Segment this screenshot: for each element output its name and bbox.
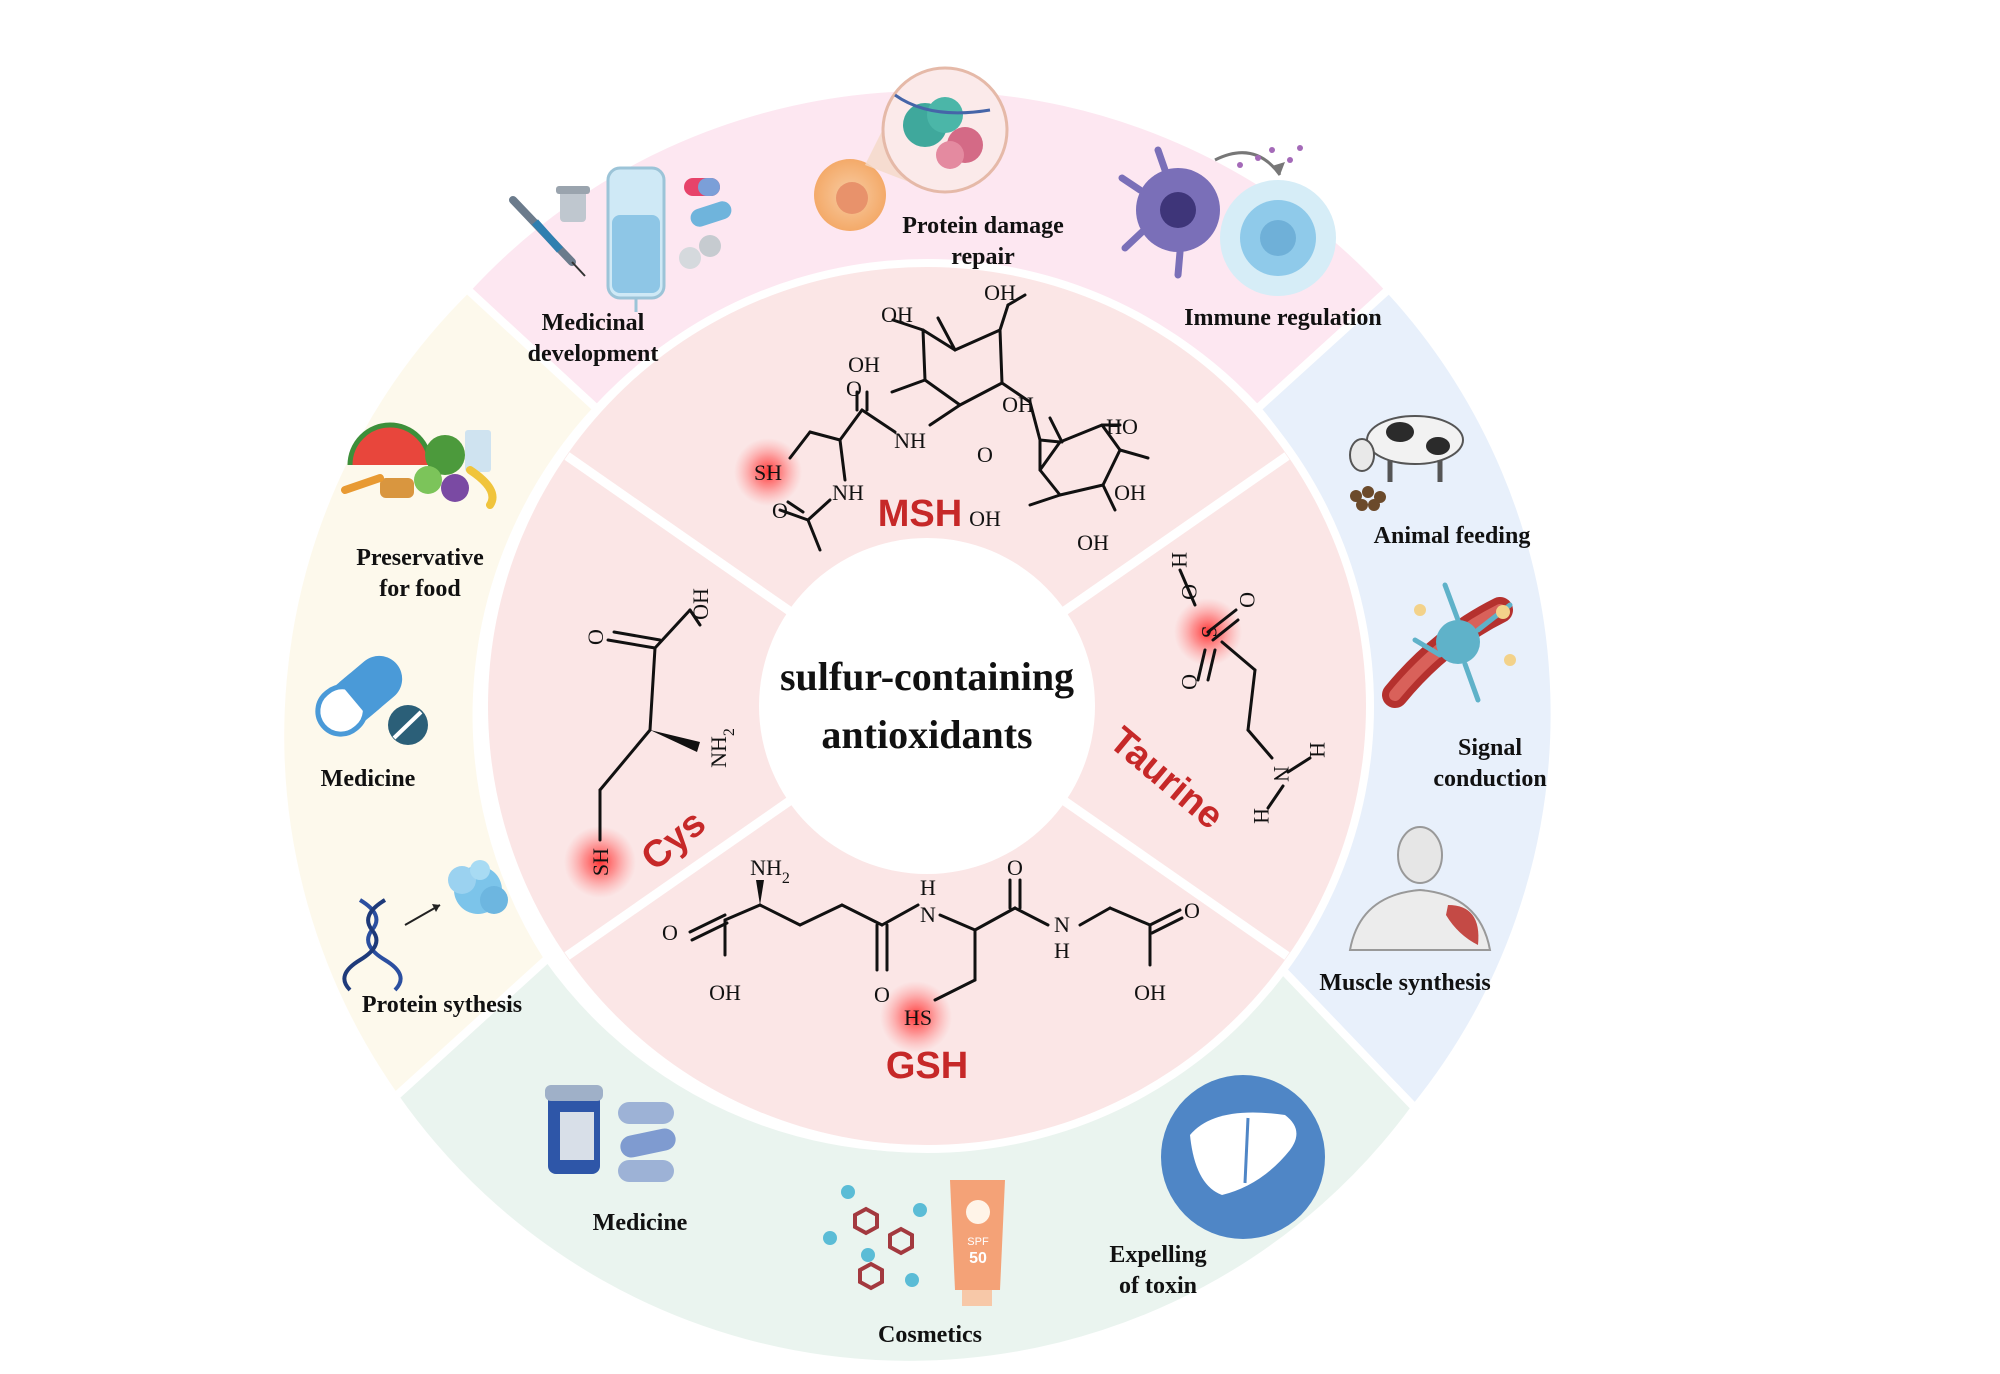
gsh-oh-2: OH — [1134, 980, 1166, 1005]
label-preservative-1: Preservative — [356, 545, 484, 571]
msh-oh-1: OH — [881, 302, 913, 327]
label-immune-regulation: Immune regulation — [1184, 305, 1382, 331]
gsh-oh-1: OH — [709, 980, 741, 1005]
gsh-o-2: O — [874, 982, 890, 1007]
label-protein-damage-repair-2: repair — [951, 244, 1015, 270]
gsh-n-1: N — [920, 902, 936, 927]
msh-sh: SH — [754, 460, 782, 485]
cys-oh: OH — [688, 588, 713, 620]
spf-label: SPF — [967, 1236, 989, 1248]
msh-oh-4: OH — [1002, 392, 1034, 417]
spf-value: 50 — [969, 1250, 987, 1267]
label-cosmetics: Cosmetics — [878, 1322, 982, 1348]
label-expelling-toxin-2: of toxin — [1119, 1273, 1197, 1299]
cys-o: O — [583, 629, 608, 645]
label-expelling-toxin-1: Expelling — [1109, 1242, 1206, 1268]
msh-ho-1: HO — [1106, 414, 1138, 439]
label-preservative-2: for food — [379, 576, 461, 602]
taurine-o-3: O — [1177, 674, 1202, 690]
dna-protein-icon — [342, 860, 508, 992]
cosmetics-icon: SPF 50 — [823, 1180, 1005, 1306]
label-medicine-left: Medicine — [321, 766, 416, 792]
neuron-icon — [1382, 582, 1516, 708]
label-muscle-synthesis: Muscle synthesis — [1319, 970, 1490, 996]
cys-sh: SH — [588, 848, 613, 876]
taurine-h-1: H — [1167, 552, 1192, 568]
immune-regulation-icon — [1118, 145, 1336, 296]
gsh-o-1: O — [662, 920, 678, 945]
gsh-name: GSH — [886, 1045, 968, 1087]
cys-nh2: NH2 — [706, 728, 738, 768]
muscle-body-icon — [1348, 826, 1492, 951]
msh-structure: OH OH OH O NH O OH HO OH OH OH SH NH O M… — [754, 280, 1150, 555]
taurine-n: N — [1269, 766, 1294, 782]
msh-oh-7: OH — [969, 506, 1001, 531]
label-protein-synthesis: Protein sythesis — [362, 992, 522, 1018]
label-medicinal-development-1: Medicinal — [542, 310, 645, 336]
msh-nh-1: NH — [894, 428, 926, 453]
taurine-h-3: H — [1249, 808, 1274, 824]
msh-o-2: O — [977, 442, 993, 467]
center-title-line-2: antioxidants — [821, 712, 1032, 757]
gsh-hs: HS — [904, 1005, 932, 1030]
gsh-structure: O OH NH2 O H N HS O N H O OH GSH — [662, 855, 1200, 1087]
msh-oh-2: OH — [984, 280, 1016, 305]
msh-nh-2: NH — [832, 480, 864, 505]
center-title-line-1: sulfur-containing — [780, 654, 1074, 699]
food-icon — [341, 422, 497, 509]
gsh-h-1: H — [920, 875, 936, 900]
msh-o-1: O — [846, 376, 862, 401]
gsh-nh2: NH2 — [750, 855, 790, 887]
msh-oh-3: OH — [848, 352, 880, 377]
segments — [276, 82, 1559, 1369]
taurine-o-1: O — [1177, 584, 1202, 600]
center-circle — [759, 538, 1095, 874]
label-medicine-bottom: Medicine — [593, 1210, 688, 1236]
label-protein-damage-repair-1: Protein damage — [902, 213, 1064, 239]
label-signal-conduction-2: conduction — [1433, 766, 1546, 792]
msh-o-3: O — [772, 498, 788, 523]
pill-icon — [315, 655, 428, 745]
taurine-s: S — [1197, 626, 1222, 638]
label-medicinal-development-2: development — [528, 341, 659, 367]
label-signal-conduction-1: Signal — [1458, 735, 1522, 761]
gsh-n-2: N — [1054, 912, 1070, 937]
msh-oh-5: OH — [1114, 480, 1146, 505]
gsh-o-3: O — [1007, 855, 1023, 880]
gsh-o-4: O — [1184, 898, 1200, 923]
cow-icon — [1349, 415, 1464, 511]
medicinal-development-icon — [509, 166, 732, 312]
segment-left-shape — [276, 283, 603, 1104]
msh-name: MSH — [878, 493, 962, 535]
label-animal-feeding: Animal feeding — [1374, 523, 1531, 549]
liver-icon — [1161, 1075, 1325, 1239]
msh-thiol-highlight — [734, 438, 802, 506]
gsh-h-2: H — [1054, 938, 1070, 963]
taurine-o-2: O — [1235, 592, 1260, 608]
taurine-h-2: H — [1305, 742, 1330, 758]
protein-damage-repair-icon — [814, 66, 1009, 231]
cys-thiol-highlight — [564, 826, 636, 898]
medicine-bottle-icon — [545, 1085, 676, 1182]
msh-oh-6: OH — [1077, 530, 1109, 555]
